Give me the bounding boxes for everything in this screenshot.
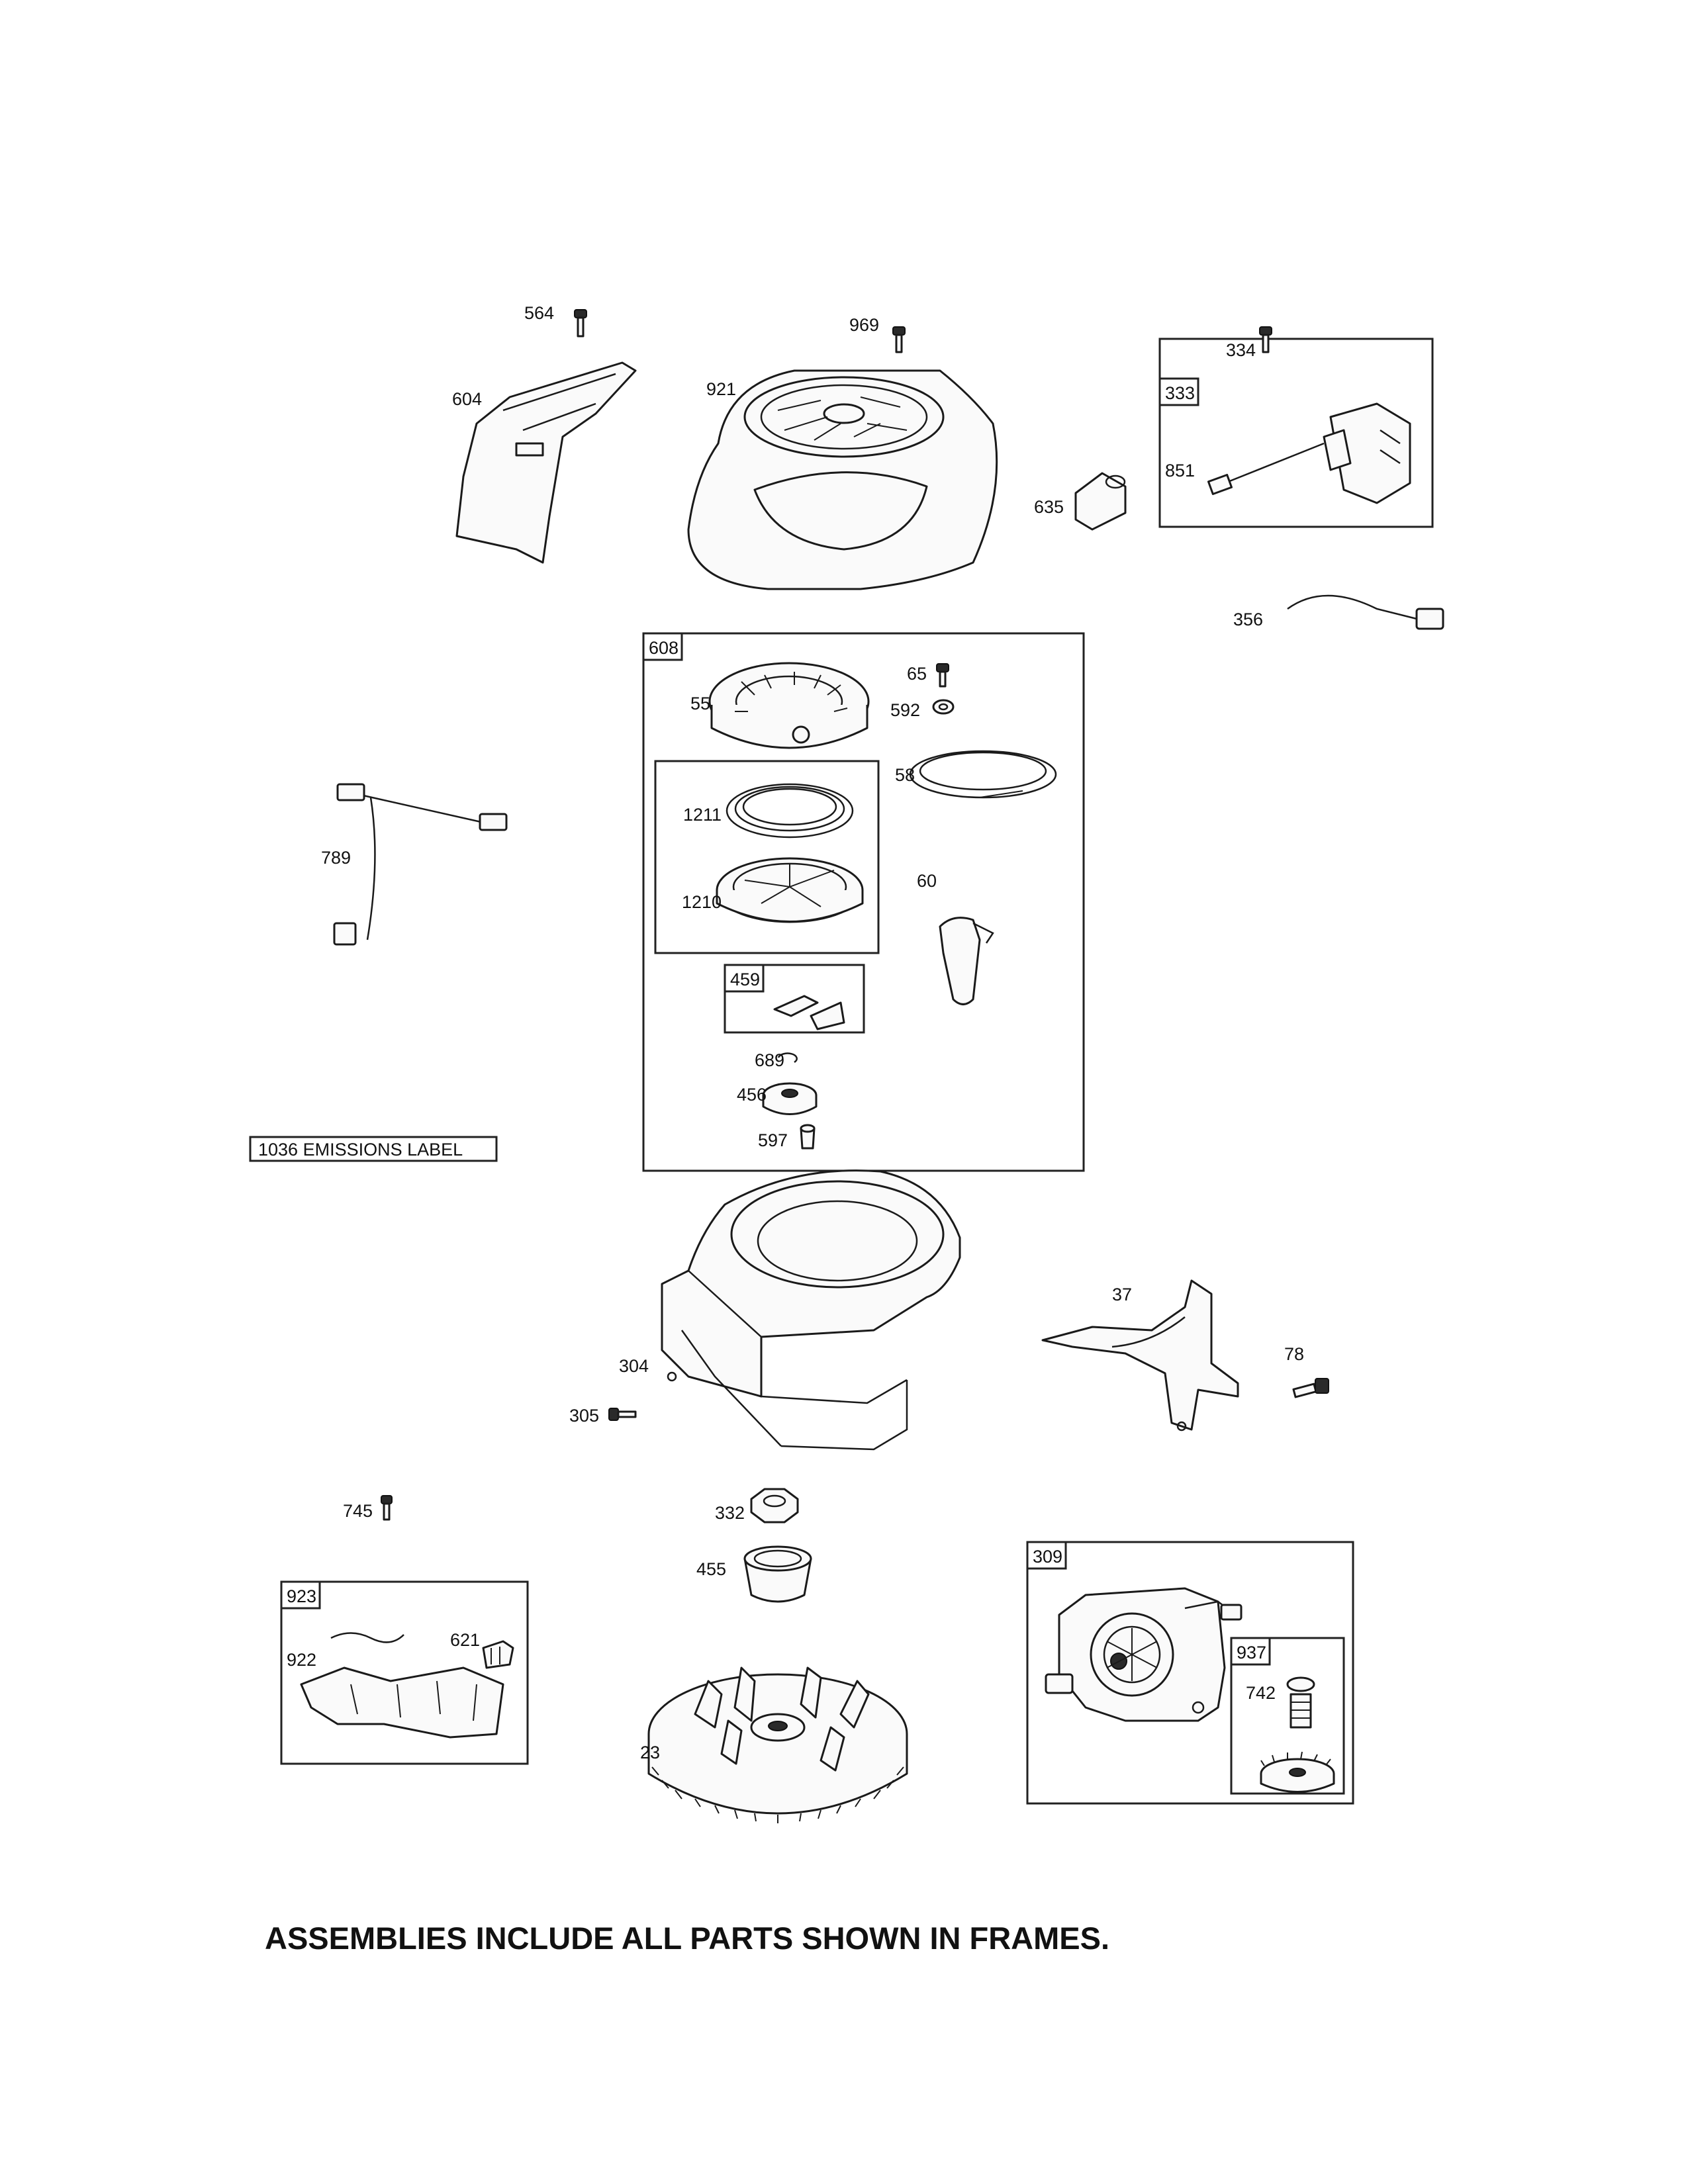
starter-rope-58-drawing <box>909 750 1057 799</box>
screw-969-drawing <box>892 326 906 353</box>
screw-78-drawing <box>1292 1378 1329 1398</box>
screw-564-drawing <box>574 309 587 338</box>
frame-333: 333 <box>1158 338 1434 528</box>
air-guide-37-drawing <box>1041 1279 1239 1432</box>
callout-58: 58 <box>895 765 915 785</box>
blower-housing-304-drawing <box>661 1169 961 1451</box>
governor-assembly-309-drawing <box>1045 1587 1243 1722</box>
callout-689: 689 <box>755 1050 784 1070</box>
callout-37: 37 <box>1112 1285 1132 1304</box>
frame-923: 923 <box>280 1580 529 1765</box>
callout-621: 621 <box>450 1630 480 1650</box>
callout-334: 334 <box>1226 340 1256 360</box>
side-shield-604-drawing <box>455 361 637 564</box>
clip-621-drawing <box>482 1640 514 1669</box>
callout-55: 55 <box>690 694 710 713</box>
ground-wire-356-drawing <box>1287 594 1444 630</box>
callout-745: 745 <box>343 1501 373 1521</box>
callout-1210: 1210 <box>682 892 722 912</box>
callout-789: 789 <box>321 848 351 868</box>
screw-745-drawing <box>381 1495 393 1521</box>
callout-356: 356 <box>1233 610 1263 629</box>
armature-333-drawing <box>1323 402 1411 504</box>
callout-78: 78 <box>1284 1344 1304 1364</box>
harness-789-drawing <box>333 783 508 946</box>
callout-23: 23 <box>640 1743 660 1762</box>
screw-597-drawing <box>800 1124 816 1150</box>
governor-bracket-923-drawing <box>300 1632 504 1739</box>
recoil-spring-1211-drawing <box>726 783 854 839</box>
callout-604: 604 <box>452 389 482 409</box>
frame-label-309: 309 <box>1033 1547 1062 1567</box>
nut-592-drawing <box>932 699 955 715</box>
spark-wire-851-drawing <box>1207 442 1325 496</box>
callout-969: 969 <box>849 315 879 335</box>
frame-label-459: 459 <box>730 970 760 989</box>
callout-742: 742 <box>1246 1683 1276 1703</box>
callout-635: 635 <box>1034 497 1064 517</box>
callout-456: 456 <box>737 1085 767 1105</box>
screw-334-drawing <box>1259 326 1272 353</box>
callout-304: 304 <box>619 1356 649 1376</box>
callout-922: 922 <box>287 1650 316 1670</box>
frame-459: 459 <box>724 964 865 1034</box>
frame-label-923: 923 <box>287 1586 316 1606</box>
starter-housing-55-drawing <box>708 662 870 749</box>
callout-60: 60 <box>917 871 937 891</box>
callout-921: 921 <box>706 379 736 399</box>
callout-305: 305 <box>569 1406 599 1426</box>
spark-plug-boot-635-drawing <box>1074 472 1127 531</box>
callout-851: 851 <box>1165 461 1195 480</box>
handle-60-drawing <box>939 917 994 1005</box>
ratchet-456-drawing <box>762 1082 818 1115</box>
blower-cover-921-drawing <box>687 369 998 590</box>
callout-592: 592 <box>890 700 920 720</box>
callout-1211: 1211 <box>683 805 722 825</box>
callout-455: 455 <box>696 1559 726 1579</box>
cup-455-drawing <box>743 1545 812 1603</box>
frame-label-937: 937 <box>1237 1643 1266 1662</box>
frame-309: 309 <box>1026 1541 1354 1805</box>
emissions-label-box: 1036 EMISSIONS LABEL <box>249 1136 498 1162</box>
callout-564: 564 <box>524 303 554 323</box>
screw-305-drawing <box>608 1408 637 1421</box>
screw-65-drawing <box>936 663 949 688</box>
frame-starter-pulley <box>654 760 880 954</box>
callout-65: 65 <box>907 664 927 684</box>
frame-label-333: 333 <box>1165 383 1195 403</box>
nut-332-drawing <box>750 1488 799 1524</box>
pawl-459-drawing <box>773 995 845 1030</box>
retainer-689-drawing <box>777 1052 798 1064</box>
emissions-label-text: 1036 EMISSIONS LABEL <box>258 1140 463 1160</box>
gear-937-drawing <box>1260 1676 1335 1793</box>
frame-937: 937 <box>1230 1637 1345 1795</box>
footer-note: ASSEMBLIES INCLUDE ALL PARTS SHOWN IN FR… <box>265 1921 1109 1956</box>
frame-label-608: 608 <box>649 638 679 658</box>
callout-332: 332 <box>715 1503 745 1523</box>
flywheel-23-drawing <box>647 1666 908 1823</box>
pulley-1210-drawing <box>716 857 864 923</box>
callout-597: 597 <box>758 1130 788 1150</box>
